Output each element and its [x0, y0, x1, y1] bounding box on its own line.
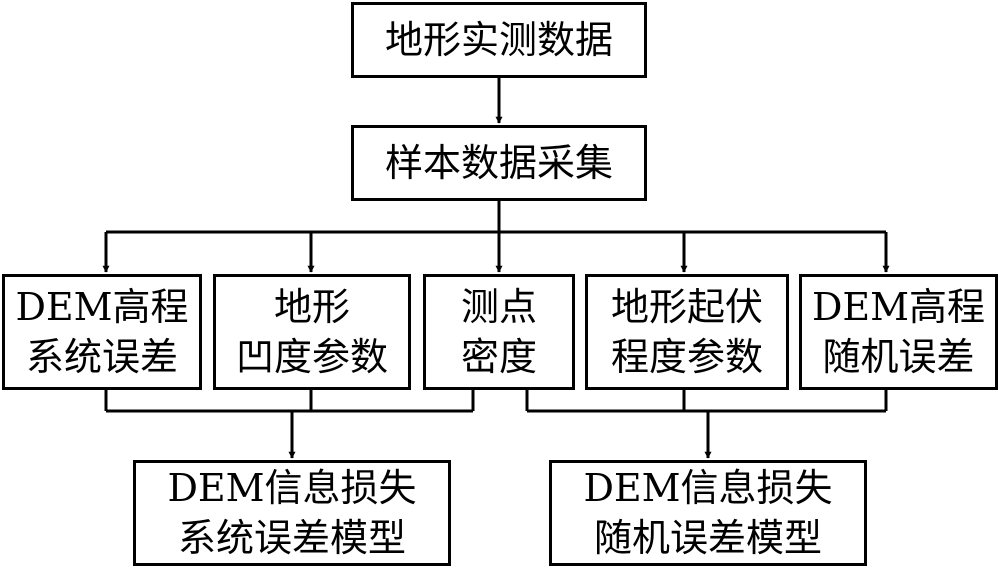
node-label-line-1: DEM信息损失: [583, 466, 833, 510]
node-measurement-point-density: 测点 密度: [423, 274, 575, 390]
node-label-line-1: DEM信息损失: [167, 466, 417, 510]
node-label-line-2: 系统误差模型: [177, 516, 406, 560]
node-label-line-2: 密度: [460, 335, 537, 379]
node-label: 地形实测数据: [384, 18, 613, 62]
node-label: 样本数据采集: [384, 141, 613, 185]
node-dem-elevation-system-error: DEM高程 系统误差: [2, 274, 202, 390]
node-label-line-1: 地形: [273, 285, 350, 329]
node-terrain-concavity-parameter: 地形 凹度参数: [213, 274, 411, 390]
node-label-line-2: 凹度参数: [235, 335, 388, 379]
node-label-line-2: 程度参数: [610, 335, 763, 379]
node-label-line-1: DEM高程: [811, 285, 986, 329]
node-label-line-1: DEM高程: [15, 285, 189, 329]
node-label-line-2: 系统误差: [25, 335, 178, 379]
node-dem-elevation-random-error: DEM高程 随机误差: [799, 274, 998, 390]
node-label-line-2: 随机误差模型: [593, 516, 822, 560]
node-random-error-model: DEM信息损失 随机误差模型: [549, 460, 867, 566]
node-terrain-measured-data: 地形实测数据: [351, 2, 647, 78]
node-system-error-model: DEM信息损失 系统误差模型: [133, 460, 451, 566]
node-sample-data-collection: 样本数据采集: [351, 125, 647, 201]
node-terrain-relief-parameter: 地形起伏 程度参数: [585, 274, 789, 390]
node-label-line-1: 地形起伏: [610, 285, 763, 329]
node-label-line-1: 测点: [460, 285, 537, 329]
node-label-line-2: 随机误差: [822, 335, 975, 379]
